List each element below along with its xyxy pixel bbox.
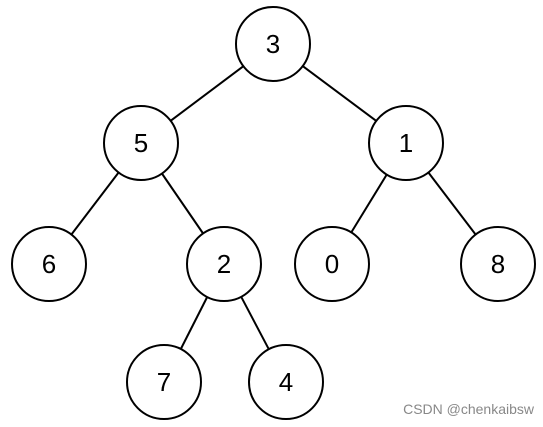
node-label: 7	[157, 367, 171, 397]
node-label: 3	[266, 29, 280, 59]
tree-node-4: 4	[248, 344, 324, 420]
tree-node-6: 6	[11, 226, 87, 302]
node-circle	[235, 6, 311, 82]
edge-n1-n0	[350, 174, 388, 233]
edge-n3-n1	[302, 65, 377, 122]
watermark: CSDN @chenkaibsw	[403, 401, 534, 417]
node-circle	[368, 105, 444, 181]
node-label: 4	[279, 367, 293, 397]
tree-node-0: 0	[294, 226, 370, 302]
tree-node-2: 2	[186, 226, 262, 302]
node-circle	[126, 344, 202, 420]
node-label: 5	[134, 128, 148, 158]
node-label: 8	[491, 249, 505, 279]
tree-node-3: 3	[235, 6, 311, 82]
edge-n2-n4	[240, 296, 270, 350]
node-label: 0	[325, 249, 339, 279]
tree-node-8: 8	[460, 226, 536, 302]
node-circle	[248, 344, 324, 420]
node-circle	[11, 226, 87, 302]
node-circle	[460, 226, 536, 302]
node-circle	[186, 226, 262, 302]
nodes-layer: 3 5 1 6 2 0 8 7 4	[11, 6, 536, 420]
node-label: 2	[217, 249, 231, 279]
node-circle	[294, 226, 370, 302]
edge-n1-n8	[427, 171, 477, 236]
edge-n3-n5	[170, 65, 244, 122]
edge-n5-n2	[161, 172, 204, 235]
node-label: 6	[42, 249, 56, 279]
edge-n2-n7	[179, 296, 209, 350]
node-label: 1	[399, 128, 413, 158]
edges-layer	[70, 65, 477, 350]
node-circle	[103, 105, 179, 181]
tree-node-7: 7	[126, 344, 202, 420]
tree-node-5: 5	[103, 105, 179, 181]
edge-n5-n6	[70, 171, 120, 236]
tree-node-1: 1	[368, 105, 444, 181]
